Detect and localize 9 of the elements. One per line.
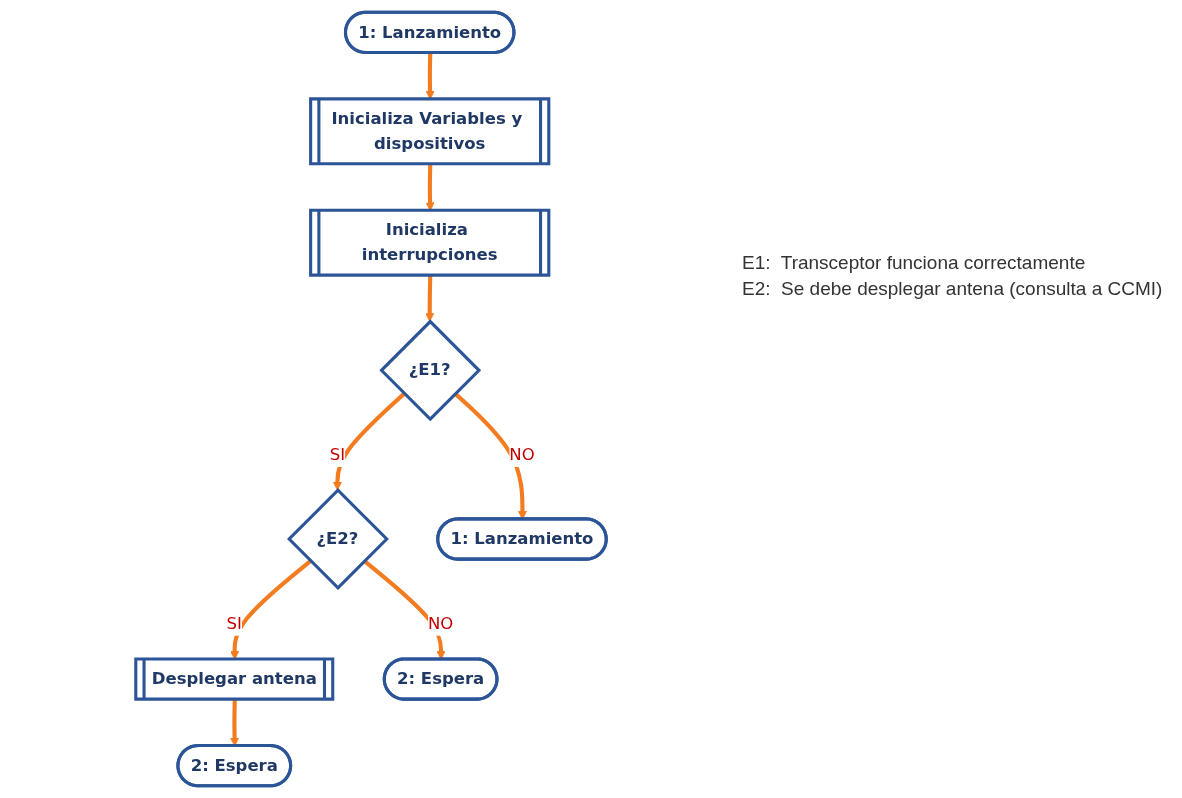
edge-label: NO [427,613,454,633]
legend-note: E1: Transceptor funciona correctamente [742,252,1086,274]
legend-note: E2: Se debe desplegar antena (consulta a CCMI) [742,278,1163,300]
node-diamond: ¿E1? [379,319,482,422]
arrow [332,392,406,491]
edge-label: SI [329,444,346,464]
node-diamond: ¿E2? [287,488,389,590]
edge-label: SI [226,613,242,633]
edge-label: NO [509,444,535,464]
